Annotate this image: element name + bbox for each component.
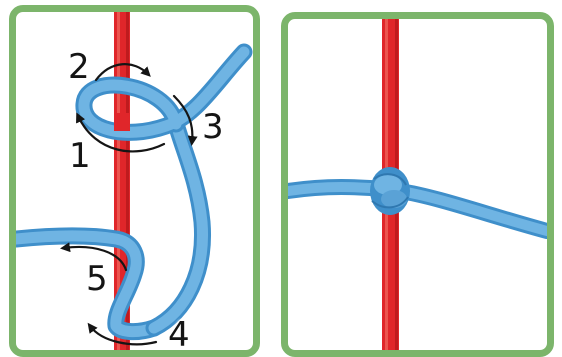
step-label-4: 4 [168,318,190,352]
step-label-3: 3 [202,110,224,144]
blue-tied-rope [288,187,547,231]
step-label-2: 2 [68,50,90,84]
finished-knot-illustration [288,19,547,350]
knot-icon [370,167,410,215]
finished-knot-panel [281,12,554,357]
step-label-1: 1 [69,139,91,173]
knot-steps-panel: 2 3 1 5 4 [9,5,260,357]
knot-steps-illustration [16,12,253,350]
step-label-5: 5 [86,262,108,296]
red-over-crossing [114,113,130,131]
